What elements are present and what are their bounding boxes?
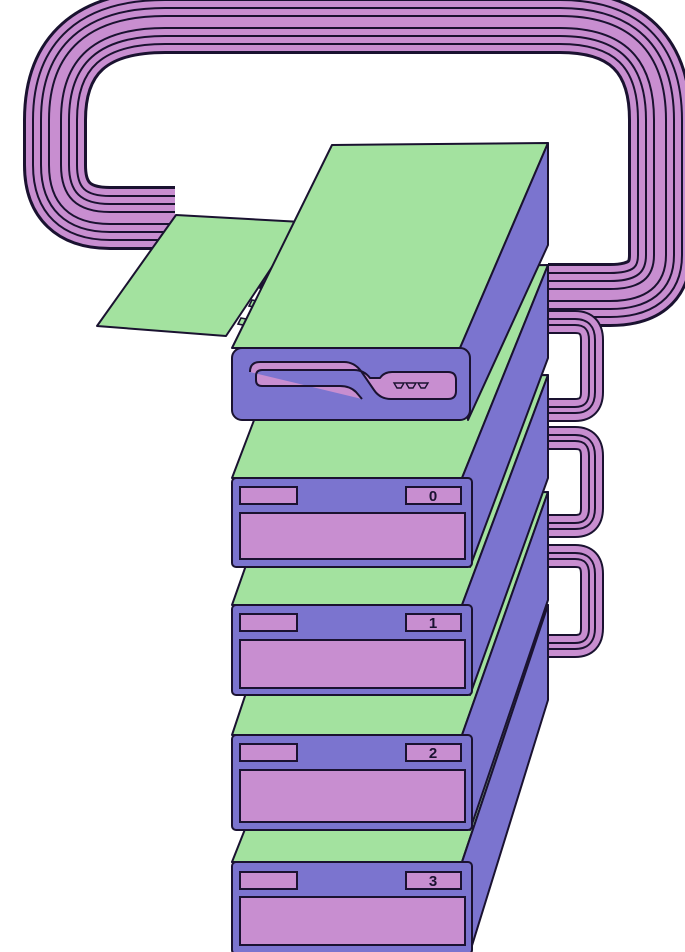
drive-0-number: 0: [429, 488, 437, 505]
drive-0-bay: [239, 512, 466, 560]
drive-3-number-plate: [405, 871, 462, 890]
drive-1-number-plate: [405, 613, 462, 632]
drive-2-number: 2: [429, 745, 437, 762]
led-1-icon: [392, 382, 406, 389]
drive-3-indicator: [239, 871, 298, 890]
drive-2-number-plate: [405, 743, 462, 762]
host-slot: [249, 361, 457, 400]
led-2-icon: [404, 382, 418, 389]
drive-0-number-plate: [405, 486, 462, 505]
drive-0-indicator: [239, 486, 298, 505]
drive-1-indicator: [239, 613, 298, 632]
ribbon-cable-icon: [23, 0, 685, 327]
drive-3-number: 3: [429, 873, 437, 890]
daisy-chain-cable-icon: [548, 310, 604, 658]
drive-1-number: 1: [429, 615, 437, 632]
host-unit-icon: [231, 142, 549, 421]
drive-3-bay: [239, 896, 466, 946]
drive-1-bay: [239, 639, 466, 689]
drive-2-indicator: [239, 743, 298, 762]
drive-2-bay: [239, 769, 466, 823]
led-3-icon: [416, 382, 430, 389]
